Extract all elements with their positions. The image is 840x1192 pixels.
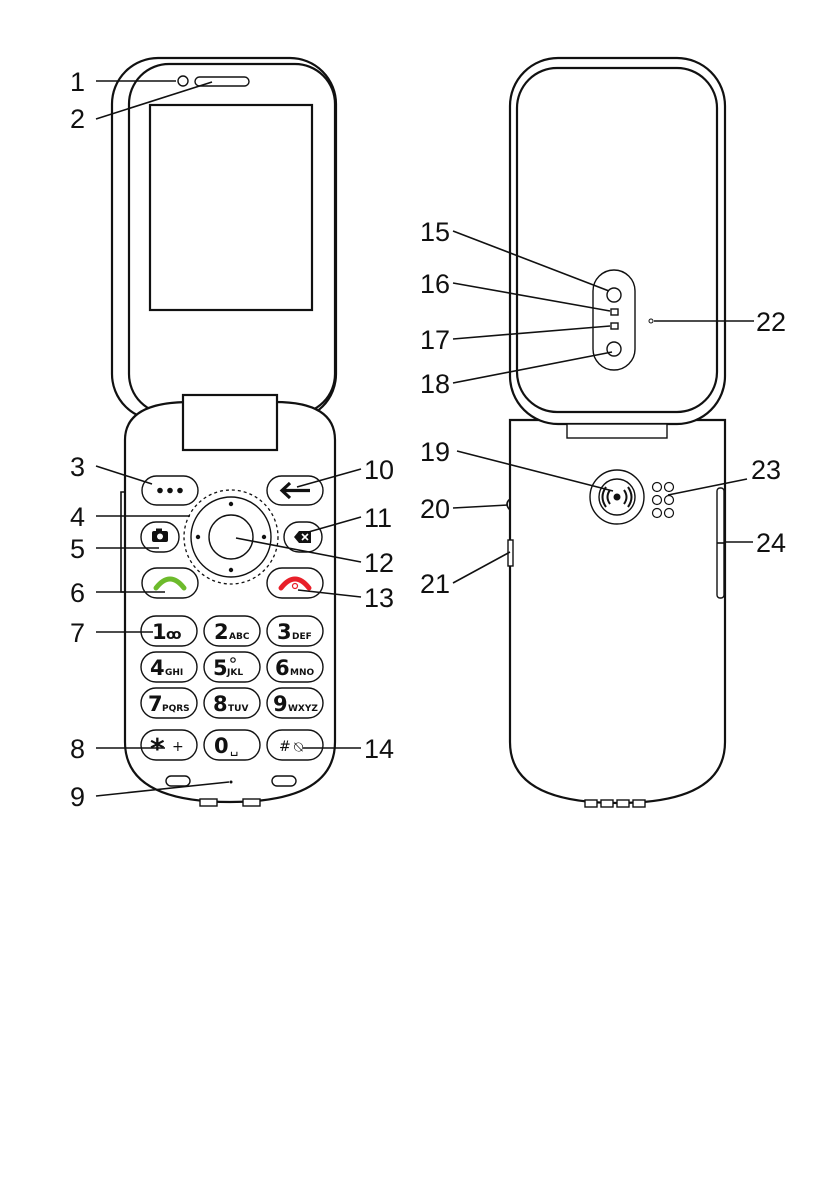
callout-17: 17 [420, 325, 450, 355]
callout-7: 7 [70, 618, 85, 648]
key-9[interactable]: 9 WXYZ [267, 688, 323, 718]
callout-14: 14 [364, 734, 394, 764]
call-button[interactable] [142, 568, 198, 598]
callout-4: 4 [70, 502, 85, 532]
front-view: 1 ꝏ 2 ABC 3 DEF 4 GHI 5 JK [112, 58, 336, 806]
nav-left-dot [196, 535, 200, 539]
svg-text:MNO: MNO [290, 668, 314, 678]
svg-text:3: 3 [277, 620, 292, 644]
key-2[interactable]: 2 ABC [204, 616, 260, 646]
svg-text:5: 5 [213, 656, 228, 680]
callout-21: 21 [420, 569, 450, 599]
flash-led [611, 309, 618, 315]
svg-text:ꝏ: ꝏ [166, 627, 181, 643]
callout-9: 9 [70, 782, 85, 812]
nav-down-dot [229, 568, 233, 572]
svg-text:TUV: TUV [228, 704, 248, 714]
callout-11: 11 [364, 503, 392, 533]
front-light-sensor [178, 76, 188, 86]
key-1[interactable]: 1 ꝏ [141, 616, 197, 646]
callout-15: 15 [420, 217, 450, 247]
svg-text:⍉: ⍉ [294, 738, 304, 756]
nav-up-dot [229, 502, 233, 506]
callout-1: 1 [70, 67, 85, 97]
main-display [150, 105, 312, 310]
callout-12: 12 [364, 548, 394, 578]
svg-text:+: + [172, 739, 184, 755]
key-4[interactable]: 4 GHI [141, 652, 197, 682]
svg-text:0: 0 [214, 734, 229, 758]
hinge [183, 395, 277, 450]
callout-24: 24 [756, 528, 786, 558]
notification-led [611, 323, 618, 329]
callout-22: 22 [756, 307, 786, 337]
numeric-keypad: 1 ꝏ 2 ABC 3 DEF 4 GHI 5 JK [141, 616, 323, 765]
back-hinge [567, 424, 667, 438]
svg-text:PQRS: PQRS [162, 704, 190, 714]
svg-text:9: 9 [273, 692, 288, 716]
microphone [230, 781, 233, 784]
key-3[interactable]: 3 DEF [267, 616, 323, 646]
bottom-contact-left [200, 799, 217, 806]
key-hash[interactable]: # ⍉ [267, 730, 323, 760]
svg-text:7: 7 [148, 692, 163, 716]
callout-2: 2 [70, 104, 85, 134]
key-0[interactable]: 0 ␣ [204, 730, 260, 760]
svg-text:WXYZ: WXYZ [288, 704, 318, 714]
bottom-left-slot [166, 776, 190, 786]
key-5[interactable]: 5 JKL [204, 652, 260, 682]
bottom-contact-right [243, 799, 260, 806]
key-6[interactable]: 6 MNO [267, 652, 323, 682]
svg-text:GHI: GHI [165, 668, 183, 678]
callout-8: 8 [70, 734, 85, 764]
bottom-right-slot [272, 776, 296, 786]
nav-right-dot [262, 535, 266, 539]
callout-3: 3 [70, 452, 85, 482]
svg-text:DEF: DEF [292, 632, 312, 642]
svg-text:2: 2 [214, 620, 229, 644]
rear-speaker-hole [607, 342, 621, 356]
callout-18: 18 [420, 369, 450, 399]
svg-text:8: 8 [213, 692, 228, 716]
svg-text:␣: ␣ [230, 742, 238, 757]
ok-button[interactable] [209, 515, 253, 559]
callout-6: 6 [70, 578, 85, 608]
svg-text:6: 6 [275, 656, 290, 680]
callout-23: 23 [751, 455, 781, 485]
three-dots-icon [157, 488, 183, 494]
svg-text:1: 1 [152, 620, 167, 644]
callout-20: 20 [420, 494, 450, 524]
callout-5: 5 [70, 534, 85, 564]
callout-13: 13 [364, 583, 394, 613]
rear-camera-lens [607, 288, 621, 302]
back-view [507, 58, 725, 807]
callout-10: 10 [364, 455, 394, 485]
callout-19: 19 [420, 437, 450, 467]
svg-text:4: 4 [150, 656, 165, 680]
svg-text:#: # [279, 739, 291, 755]
key-7[interactable]: 7 PQRS [141, 688, 197, 718]
key-8[interactable]: 8 TUV [204, 688, 260, 718]
callout-16: 16 [420, 269, 450, 299]
svg-text:ABC: ABC [229, 632, 250, 642]
svg-text:JKL: JKL [226, 668, 243, 678]
